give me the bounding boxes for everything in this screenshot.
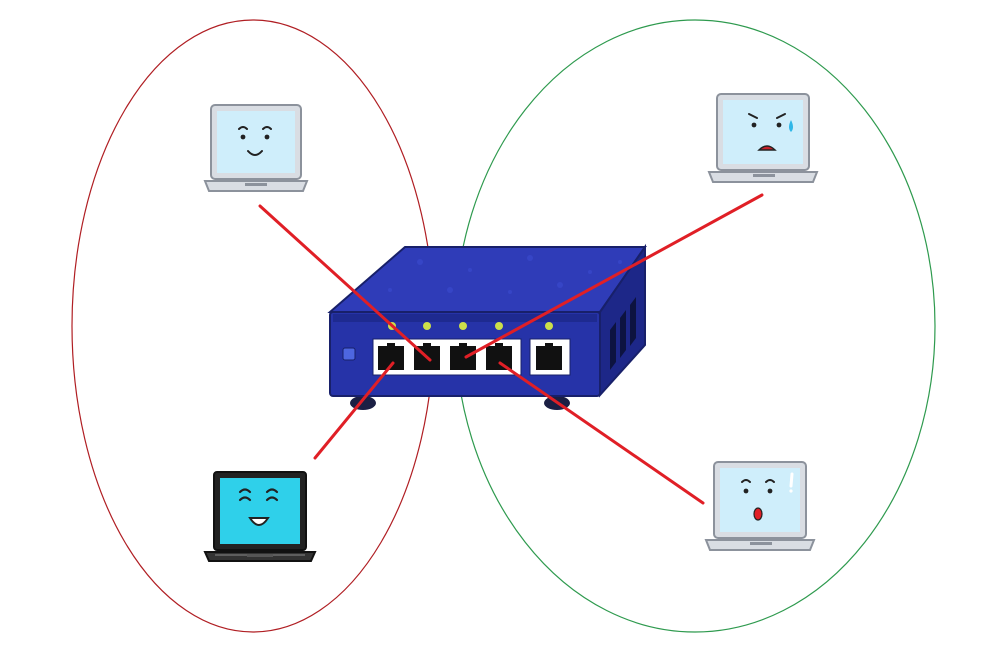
network-switch xyxy=(327,243,647,410)
ethernet-port-4 xyxy=(486,343,512,370)
ethernet-port-1 xyxy=(378,343,404,370)
laptop-bottom-left xyxy=(203,471,317,562)
laptop-top-left xyxy=(203,104,309,192)
laptop-top-right xyxy=(707,93,819,183)
cable-top-left xyxy=(258,204,432,362)
cables xyxy=(258,193,764,505)
laptop-bottom-right xyxy=(704,461,816,551)
cable-top-right xyxy=(464,193,764,359)
ethernet-port-5 xyxy=(536,343,562,370)
cable-bottom-right xyxy=(498,361,705,505)
ethernet-port-3 xyxy=(450,343,476,370)
cable-bottom-left xyxy=(313,361,395,460)
